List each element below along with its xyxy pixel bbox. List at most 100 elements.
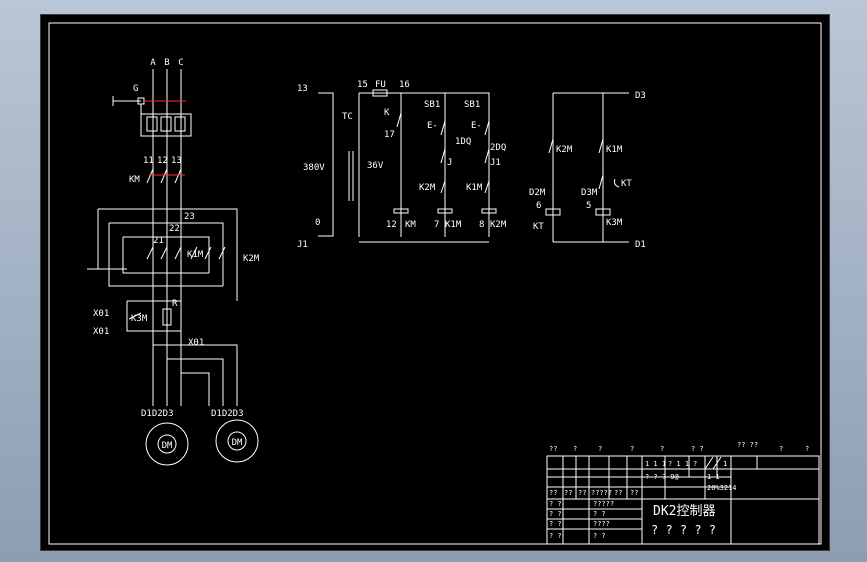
timer-k1m-label: K1M: [606, 145, 623, 155]
tb-header-3: ?: [630, 445, 634, 453]
k-switch-label: K: [384, 108, 390, 118]
node-16: 16: [399, 80, 410, 90]
node-0: 0: [315, 218, 320, 228]
node-21: 21: [153, 236, 164, 246]
drawing-subtitle: ? ? ? ? ?: [651, 523, 716, 537]
phase-c: C: [178, 58, 183, 68]
km-coil-label: KM: [405, 220, 416, 230]
tb-header-1: ?: [573, 445, 577, 453]
node-8: 8: [479, 220, 484, 230]
r-label: R: [172, 299, 178, 309]
2dq-label: 2DQ: [490, 143, 506, 153]
title-block: [546, 455, 820, 545]
drawing-viewport[interactable]: A B C G 11 12 13 KM 23 21 22 K1M K2M X01…: [40, 14, 830, 551]
fuse-fu: [372, 89, 388, 97]
motor-1-terminals: D1D2D3: [141, 409, 174, 419]
k2m-label: K2M: [243, 254, 260, 264]
tb-left-row-4: ? ?: [549, 520, 562, 528]
line-label-11: 11: [143, 156, 154, 166]
node-5: 5: [586, 201, 591, 211]
tb-header-0: ??: [549, 445, 557, 453]
node-23: 23: [184, 212, 195, 222]
tb-header-2: ?: [598, 445, 602, 453]
k1m-label: K1M: [187, 250, 204, 260]
estop-label-b: E-: [471, 121, 482, 131]
tb-r2-0: ? ? ? 9@: [645, 473, 680, 481]
drawing-title: DK2控制器: [653, 504, 715, 519]
tb-left-row-1: ?????: [593, 500, 614, 508]
drawing-border: [48, 22, 822, 545]
voltage-36: 36V: [367, 161, 384, 171]
1dq-label: 1DQ: [455, 137, 471, 147]
tb-left-row-2: ? ?: [549, 510, 562, 518]
j1-label: J1: [490, 158, 501, 168]
node-j1: J1: [297, 240, 308, 250]
k3m-coil-label: K3M: [606, 218, 623, 228]
tb-header-6: ?? ??: [737, 441, 758, 449]
k3m-label: K3M: [131, 314, 148, 324]
tb-grid-0: 1 1 1: [645, 460, 666, 468]
node-15: 15: [357, 80, 368, 90]
tb-left-h-3: ?????: [591, 489, 612, 497]
motor-1-label: DM: [162, 441, 173, 451]
node-7: 7: [434, 220, 439, 230]
x01-label-a: X01: [93, 309, 109, 319]
node-12: 12: [386, 220, 397, 230]
tb-grid-3: 1: [723, 460, 727, 468]
estop-label-a: E-: [427, 121, 438, 131]
tb-header-7: ?: [779, 445, 783, 453]
tb-header-5: ? ?: [691, 445, 704, 453]
tb-r3: 20%3214: [707, 484, 737, 492]
electrical-schematic: A B C G 11 12 13 KM 23 21 22 K1M K2M X01…: [48, 22, 822, 545]
x01-label-b: X01: [93, 327, 109, 337]
tb-grid-1: ? 1 1: [668, 460, 689, 468]
tb-left-h-2: ??: [578, 489, 586, 497]
kt-contact-label: KT: [621, 179, 632, 189]
tb-left-h-0: ??: [549, 489, 557, 497]
tb-header-8: ?: [805, 445, 809, 453]
k1m-contact-label: K1M: [466, 183, 483, 193]
ground-label: G: [133, 84, 138, 94]
x01-label-c: X01: [188, 338, 204, 348]
node-17: 17: [384, 130, 395, 140]
tb-r2-1: 1 1: [707, 473, 720, 481]
tb-left-row-3: ? ?: [593, 510, 606, 518]
line-label-12: 12: [157, 156, 168, 166]
kt-coil-label: KT: [533, 222, 544, 232]
tb-left-row-7: ? ?: [593, 532, 606, 540]
node-d3: D3: [635, 91, 646, 101]
transformer-label: TC: [342, 112, 353, 122]
tb-left-row-5: ????: [593, 520, 610, 528]
k1m-coil-label: K1M: [445, 220, 462, 230]
tb-grid-2: ?: [693, 460, 697, 468]
node-22: 22: [169, 224, 180, 234]
breaker-box: [140, 113, 192, 137]
motor-2-label: DM: [232, 438, 243, 448]
sb1-label-a: SB1: [424, 100, 440, 110]
tb-left-h-5: ??: [630, 489, 638, 497]
tb-left-h-1: ??: [564, 489, 572, 497]
d3m-label: D3M: [581, 188, 598, 198]
node-6: 6: [536, 201, 541, 211]
d2m-label: D2M: [529, 188, 546, 198]
node-d1: D1: [635, 240, 646, 250]
k2m-coil-label: K2M: [490, 220, 507, 230]
motor-2-terminals: D1D2D3: [211, 409, 244, 419]
phase-b: B: [164, 58, 169, 68]
tb-left-row-6: ? ?: [549, 532, 562, 540]
node-13: 13: [297, 84, 308, 94]
km-label: KM: [129, 175, 140, 185]
motor-1-circle: [145, 422, 189, 466]
timer-k2m-label: K2M: [556, 145, 573, 155]
tb-left-h-4: ??: [614, 489, 622, 497]
fuse-label: FU: [375, 80, 386, 90]
tb-header-4: ?: [660, 445, 664, 453]
sb1-label-b: SB1: [464, 100, 480, 110]
j-label: J: [447, 158, 452, 168]
line-label-13: 13: [171, 156, 182, 166]
phase-a: A: [150, 58, 156, 68]
k2m-contact-label: K2M: [419, 183, 436, 193]
motor-2-circle: [215, 419, 259, 463]
voltage-380: 380V: [303, 163, 325, 173]
tb-left-row-0: ? ?: [549, 500, 562, 508]
